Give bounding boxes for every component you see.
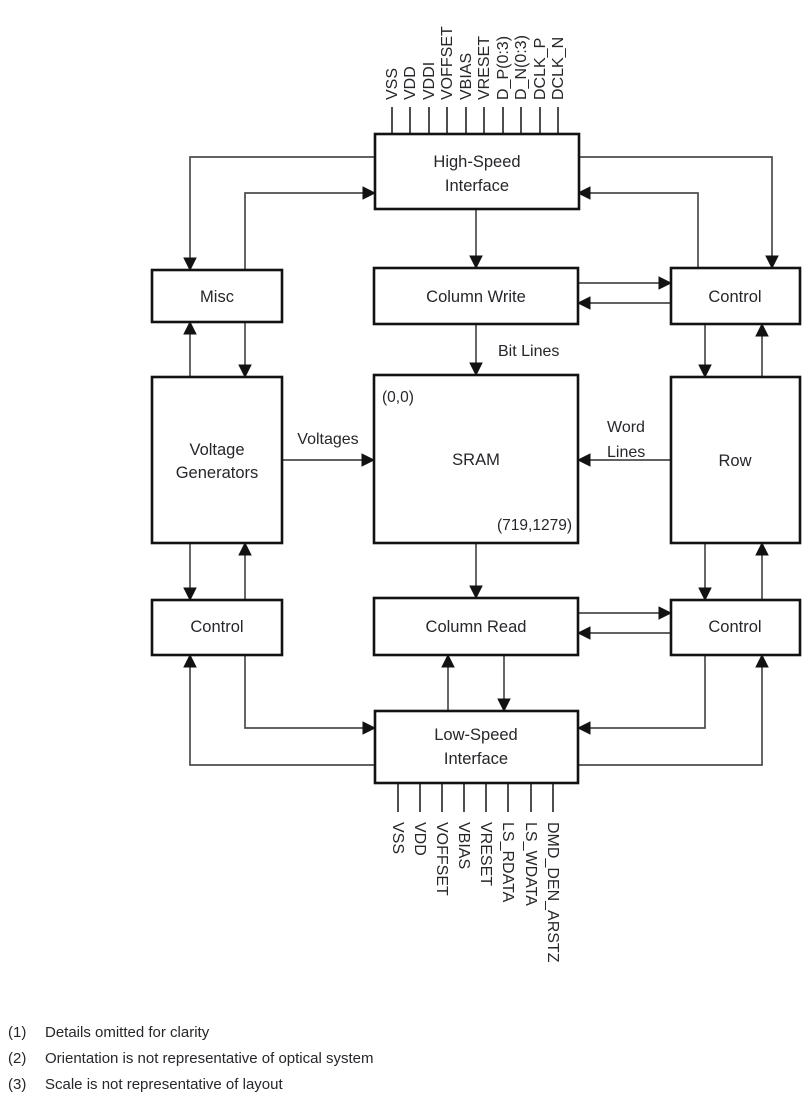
- block-misc: Misc: [150, 268, 284, 324]
- pin-label: DCLK_N: [550, 37, 567, 100]
- pin-label: VBIAS: [455, 822, 472, 869]
- block-box: [372, 596, 580, 657]
- word-lines-label: Lines: [607, 444, 645, 461]
- block-label: Generators: [176, 464, 259, 482]
- pin-label: VOFFSET: [433, 822, 450, 896]
- block-label: Control: [708, 618, 761, 636]
- block-label: Row: [718, 452, 751, 470]
- top-pin-ticks: [391, 107, 559, 134]
- block-box: [669, 598, 802, 657]
- pin-label: VDD: [411, 822, 428, 856]
- pin-label: D_N(0:3): [513, 35, 530, 100]
- connectors: [183, 156, 779, 766]
- block-box: [150, 268, 284, 324]
- block-label: Voltage: [189, 441, 244, 459]
- block-high-speed-interface: High-Speed Interface: [373, 132, 581, 211]
- block-box: [669, 375, 802, 545]
- block-voltage-generators: Voltage Generators: [150, 375, 284, 545]
- block-label: Control: [708, 288, 761, 306]
- block-box: [373, 709, 580, 785]
- footnote-number: (1): [8, 1024, 26, 1041]
- sram-extent-coordinate: (719,1279): [497, 517, 572, 534]
- block-low-speed-interface: Low-Speed Interface: [373, 709, 580, 785]
- block-label: High-Speed: [433, 153, 520, 171]
- bit-lines-label: Bit Lines: [498, 343, 559, 360]
- block-box: [373, 132, 581, 211]
- bottom-pin-labels: VSS VDD VOFFSET VBIAS VRESET LS_RDATA LS…: [389, 822, 561, 963]
- pin-label: VSS: [384, 68, 401, 100]
- block-label: Misc: [200, 288, 234, 306]
- block-label: Interface: [444, 750, 508, 768]
- block-label: Interface: [445, 177, 509, 195]
- footnote-number: (2): [8, 1050, 26, 1067]
- block-control-bottom-right: Control: [669, 598, 802, 657]
- footnotes: (1) Details omitted for clarity (2) Orie…: [8, 1024, 374, 1093]
- block-label: Column Write: [426, 288, 526, 306]
- connector-control-bl-to-lsi: [244, 655, 377, 735]
- sram-origin-coordinate: (0,0): [382, 389, 414, 406]
- connector-control-br-to-lsi: [576, 655, 706, 735]
- block-box: [372, 266, 580, 326]
- pin-label: VDD: [402, 66, 419, 100]
- pin-label: VOFFSET: [439, 26, 456, 100]
- pin-label: DMD_DEN_ARSTZ: [544, 822, 561, 963]
- connector-hsi-to-control-tr: [578, 156, 779, 270]
- footnote-text: Orientation is not representative of opt…: [45, 1050, 374, 1067]
- pin-label: VDDI: [421, 62, 438, 100]
- block-column-read: Column Read: [372, 596, 580, 657]
- footnote-text: Scale is not representative of layout: [45, 1076, 283, 1093]
- pin-label: VBIAS: [458, 53, 475, 100]
- connector-hsi-to-misc: [183, 156, 375, 272]
- pin-label: D_P(0:3): [495, 36, 512, 100]
- block-label: Low-Speed: [434, 726, 517, 744]
- block-row: Row: [669, 375, 802, 545]
- block-box: [150, 598, 284, 657]
- top-pin-labels: VSS VDD VDDI VOFFSET VBIAS VRESET D_P(0:…: [384, 26, 567, 100]
- block-box: [372, 373, 580, 545]
- flow-labels: Bit Lines Voltages Word Lines: [297, 343, 645, 461]
- pin-label: VRESET: [476, 36, 493, 100]
- block-column-write: Column Write: [372, 266, 580, 326]
- pin-label: LS_RDATA: [499, 822, 516, 903]
- word-lines-label: Word: [607, 419, 645, 436]
- block-control-bottom-left: Control: [150, 598, 284, 657]
- block-box: [669, 266, 802, 326]
- pin-label: VSS: [389, 822, 406, 854]
- block-label: SRAM: [452, 451, 500, 469]
- pin-label: DCLK_P: [532, 38, 549, 100]
- voltages-label: Voltages: [297, 431, 358, 448]
- bottom-pin-ticks: [397, 784, 554, 812]
- block-box: [150, 375, 284, 545]
- footnote-text: Details omitted for clarity: [45, 1024, 210, 1041]
- footnote-number: (3): [8, 1076, 26, 1093]
- connector-lsi-to-control-bl: [183, 653, 375, 766]
- pin-label: VRESET: [477, 822, 494, 886]
- pin-label: LS_WDATA: [522, 822, 539, 906]
- connector-lsi-to-control-br: [578, 653, 769, 766]
- connector-control-tr-to-hsi: [576, 186, 699, 268]
- block-sram: (0,0) SRAM (719,1279): [372, 373, 580, 545]
- block-label: Control: [190, 618, 243, 636]
- block-label: Column Read: [426, 618, 527, 636]
- block-control-top-right: Control: [669, 266, 802, 326]
- connector-misc-to-hsi: [244, 186, 377, 270]
